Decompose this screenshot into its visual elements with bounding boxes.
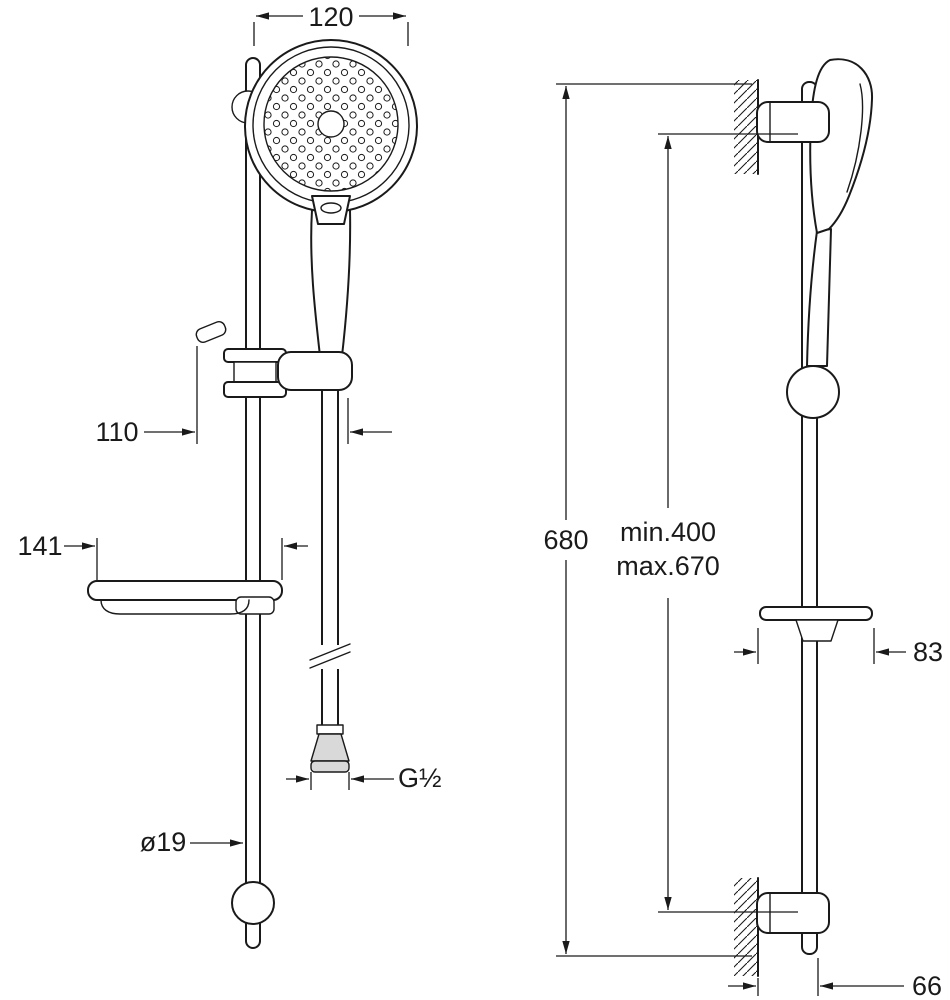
hose-break-symbol <box>309 651 351 669</box>
dim-bar-diameter: ø19 <box>140 827 243 857</box>
wall-section-top <box>734 79 759 175</box>
dim-soap-dish-length: 141 <box>17 531 308 580</box>
dim-slider-width-label: 110 <box>95 417 138 447</box>
hose-connector <box>310 724 350 773</box>
shower-rail-front <box>231 57 265 949</box>
dim-soap-dish-depth: 83 <box>734 628 943 667</box>
dim-soap-dish-length-label: 141 <box>17 531 62 561</box>
dim-head-width-label: 120 <box>308 2 353 32</box>
wall-section-bottom <box>734 877 759 977</box>
front-view: 120 110 141 G½ ø19 <box>17 2 442 949</box>
rail-bottom-knob-front <box>231 881 275 925</box>
dim-adjust-max-label: max.670 <box>616 551 720 581</box>
hand-shower-head-front <box>244 39 418 225</box>
soap-dish-side <box>759 606 873 642</box>
dim-bar-height-label: 680 <box>543 525 588 555</box>
dim-adjust-min-label: min.400 <box>620 517 716 547</box>
slider-lock-lever <box>195 321 227 343</box>
hand-shower-handle-front <box>310 209 352 357</box>
side-view: 680 min.400 max.670 83 66 <box>543 58 943 1000</box>
slider-assembly-front <box>195 321 353 398</box>
soap-dish-front <box>87 580 283 615</box>
slider-ball-joint-side <box>786 365 840 419</box>
shower-hose-front <box>309 389 351 773</box>
dim-soap-dish-depth-label: 83 <box>913 637 943 667</box>
hand-shower-head-side <box>809 58 874 234</box>
dim-bar-height: 680 <box>543 83 752 957</box>
dim-head-width: 120 <box>253 2 409 46</box>
spray-face-center-cap <box>317 110 345 138</box>
dim-hose-thread-label: G½ <box>398 763 442 793</box>
dim-wall-offset: 66 <box>728 958 942 1000</box>
mode-button <box>320 202 342 214</box>
hand-shower-handle-side <box>806 228 832 367</box>
dim-adjust-range: min.400 max.670 <box>616 133 798 913</box>
dim-hose-thread: G½ <box>286 763 442 793</box>
dim-slider-width: 110 <box>95 346 392 447</box>
wall-bracket-bottom <box>756 892 830 934</box>
dim-wall-offset-label: 66 <box>912 971 942 1000</box>
wall-bracket-top <box>756 101 830 143</box>
handset-holder-arm <box>277 351 353 391</box>
dim-bar-diameter-label: ø19 <box>140 827 187 857</box>
